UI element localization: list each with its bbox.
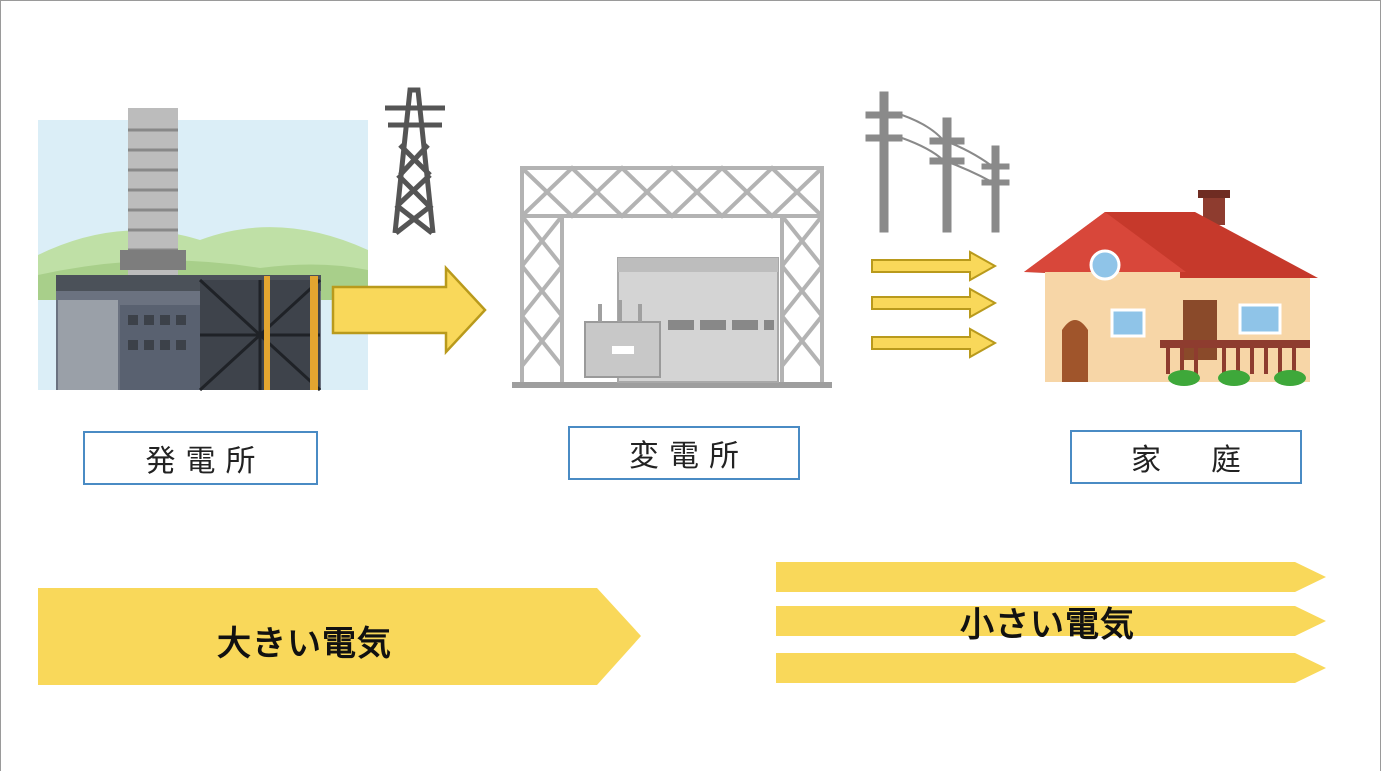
home-label: 家 庭 xyxy=(1070,430,1302,484)
substation-label: 変電所 xyxy=(568,426,800,480)
power-plant-icon xyxy=(38,108,368,392)
small-electricity-text: 小さい電気 xyxy=(960,605,1135,645)
house-icon xyxy=(1024,190,1318,386)
flow-arrows-small xyxy=(871,250,998,359)
power-plant-label: 発電所 xyxy=(83,431,318,485)
transmission-tower-icon xyxy=(385,87,445,235)
utility-poles-icon xyxy=(865,91,1010,233)
big-electricity-arrow xyxy=(38,588,641,685)
flow-arrow-large xyxy=(331,264,487,356)
substation-icon xyxy=(512,165,832,388)
small-electricity-arrows xyxy=(776,562,1326,683)
big-electricity-text: 大きい電気 xyxy=(217,624,392,664)
